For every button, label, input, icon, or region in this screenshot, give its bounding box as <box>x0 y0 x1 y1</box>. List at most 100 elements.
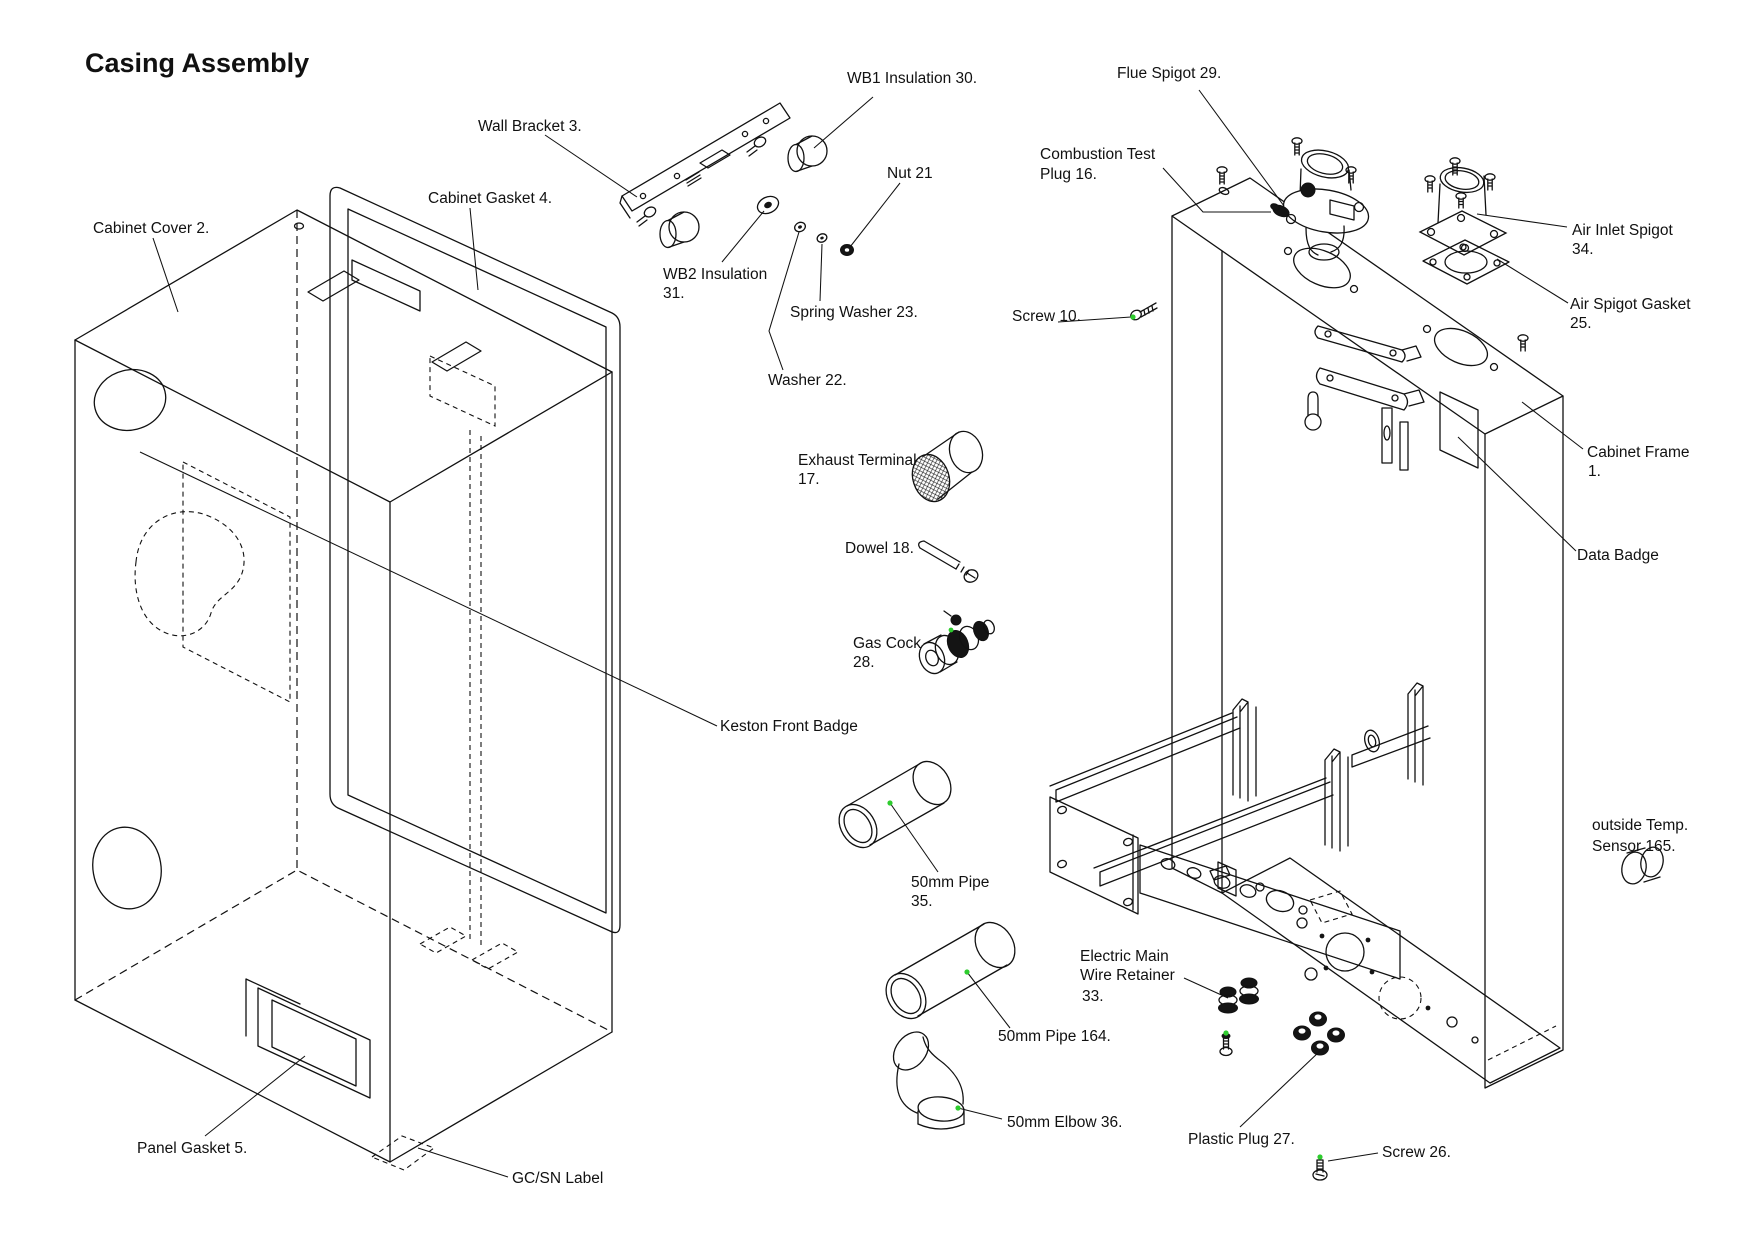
gcsn-label-patch <box>370 1135 436 1171</box>
marker-screw10 <box>1130 314 1136 320</box>
label-washer: Washer 22. <box>768 372 847 389</box>
leader-pipe164 <box>966 971 1011 1029</box>
leader-air-inlet <box>1476 213 1568 228</box>
label-cabinet-frame-num: 1. <box>1588 463 1601 480</box>
label-panel-gasket: Panel Gasket 5. <box>137 1140 247 1157</box>
pipe-35-drawing <box>838 760 952 849</box>
label-elbow: 50mm Elbow 36. <box>1007 1114 1122 1131</box>
plastic-plugs <box>1293 1011 1345 1056</box>
leader-air-gasket <box>1496 258 1569 304</box>
label-air-inlet: Air Inlet Spigot <box>1572 222 1673 239</box>
leader-pipe35 <box>889 802 939 873</box>
leader-screw26 <box>1327 1152 1379 1162</box>
air-spigot-gasket-drawing <box>1422 239 1510 285</box>
cabinet-frame-drawing <box>1049 177 1564 1089</box>
leader-spring-washer <box>819 243 823 302</box>
leader-combustion <box>1162 167 1271 213</box>
label-cabinet-cover: Cabinet Cover 2. <box>93 220 209 237</box>
label-air-inlet-num: 34. <box>1572 241 1594 258</box>
label-combustion-test: Combustion Test <box>1040 146 1156 163</box>
marker-screw26 <box>1317 1154 1323 1160</box>
label-wb1-insulation: WB1 Insulation 30. <box>847 70 977 87</box>
leader-plastic-plug <box>1239 1050 1321 1128</box>
label-screw26: Screw 26. <box>1382 1144 1451 1161</box>
gas-cock-drawing <box>918 610 995 675</box>
elbow-36-drawing <box>892 1031 965 1130</box>
label-cabinet-frame: Cabinet Frame <box>1587 444 1690 461</box>
label-combustion-num: Plug 16. <box>1040 166 1097 183</box>
leader-screw10 <box>1057 316 1132 323</box>
spring-washer-part <box>816 233 828 243</box>
page-title: Casing Assembly <box>85 48 309 78</box>
label-nut: Nut 21 <box>887 165 933 182</box>
label-exhaust-terminal: Exhaust Terminal <box>798 452 917 469</box>
wall-bracket-drawing <box>619 102 791 227</box>
leader-cabinet-gasket <box>469 207 479 291</box>
leader-wb1 <box>813 96 874 149</box>
bracket-bolt <box>636 206 657 227</box>
label-electric-main: Electric Main <box>1080 948 1169 965</box>
leader-nut <box>849 182 901 248</box>
leader-keston-badge <box>139 451 718 727</box>
marker-pipe164 <box>964 969 970 975</box>
panel-gasket-part <box>245 978 371 1099</box>
label-plastic-plug: Plastic Plug 27. <box>1188 1131 1295 1148</box>
label-data-badge: Data Badge <box>1577 547 1659 564</box>
leader-cabinet-frame <box>1521 401 1584 450</box>
wb2-insulation-part <box>659 211 700 249</box>
label-air-gasket: Air Spigot Gasket <box>1570 296 1691 313</box>
cabinet-gasket-drawing <box>329 186 621 934</box>
label-wall-bracket: Wall Bracket 3. <box>478 118 582 135</box>
air-inlet-spigot-drawing <box>1418 166 1508 256</box>
label-spring-washer: Spring Washer 23. <box>790 304 918 321</box>
bracket-bolt <box>746 136 767 157</box>
label-wb2-insulation-num: 31. <box>663 285 685 302</box>
label-pipe35: 50mm Pipe <box>911 874 989 891</box>
screw-26-part <box>1312 1159 1328 1181</box>
leader-wall-bracket <box>544 134 638 198</box>
label-gas-cock-num: 28. <box>853 654 875 671</box>
leader-washer <box>768 231 800 371</box>
washer-part <box>794 221 806 233</box>
leader-retainer <box>1183 977 1229 999</box>
label-outside-temp-num: Sensor 165. <box>1592 838 1676 855</box>
label-cabinet-gasket: Cabinet Gasket 4. <box>428 190 552 207</box>
pipe-164-drawing <box>885 921 1016 1020</box>
dowel-drawing <box>918 540 979 583</box>
label-gas-cock: Gas Cock <box>853 635 921 652</box>
marker-pipe35 <box>887 800 893 806</box>
combustion-plug-part <box>1270 203 1290 218</box>
label-flue-spigot: Flue Spigot 29. <box>1117 65 1221 82</box>
label-air-gasket-num: 25. <box>1570 315 1592 332</box>
screws <box>1216 137 1529 352</box>
label-pipe164: 50mm Pipe 164. <box>998 1028 1111 1045</box>
leader-panel-gasket <box>204 1055 306 1137</box>
label-retainer-num: 33. <box>1082 988 1104 1005</box>
marker-retainer-screw <box>1223 1030 1229 1036</box>
label-wb2-insulation: WB2 Insulation <box>663 266 767 283</box>
flue-spigot-drawing <box>1282 149 1370 261</box>
leader-cabinet-cover <box>152 237 179 313</box>
marker-elbow <box>955 1105 961 1111</box>
green-markers <box>887 314 1323 1160</box>
data-badge-part <box>1439 391 1479 469</box>
label-outside-temp: outside Temp. <box>1592 817 1688 834</box>
outside-temp-sensor-part <box>1621 846 1664 885</box>
leader-data-badge <box>1457 436 1577 552</box>
exhaust-terminal-drawing <box>911 430 984 503</box>
leader-lines <box>139 89 1584 1178</box>
leader-wb2 <box>721 210 765 263</box>
marker-gas-cock <box>948 627 954 633</box>
labels: Casing Assembly Cabinet Cover 2. Wall Br… <box>85 48 1691 1187</box>
label-exhaust-terminal-num: 17. <box>798 471 820 488</box>
wire-retainer-glands <box>1218 977 1259 1057</box>
label-pipe35-num: 35. <box>911 893 933 910</box>
nut-part <box>840 244 854 256</box>
label-dowel: Dowel 18. <box>845 540 914 557</box>
flat-washer-part <box>756 195 780 215</box>
label-keston-badge: Keston Front Badge <box>720 718 858 735</box>
cabinet-cover-drawing <box>74 209 613 1171</box>
leader-gcsn <box>417 1147 509 1178</box>
leader-flue-spigot <box>1198 89 1285 207</box>
